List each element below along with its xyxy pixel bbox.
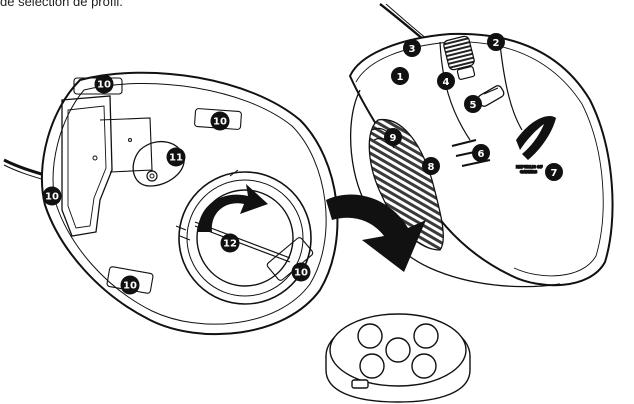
svg-text:1: 1 (397, 72, 404, 83)
big-arrow (326, 194, 426, 272)
cable-right (379, 3, 425, 41)
callout-5: 5 (464, 95, 482, 113)
svg-text:2: 2 (493, 38, 500, 49)
callout-8: 8 (422, 157, 440, 175)
svg-text:11: 11 (169, 153, 183, 164)
svg-text:10: 10 (97, 80, 111, 91)
svg-text:5: 5 (470, 100, 477, 111)
svg-text:4: 4 (443, 77, 450, 88)
callout-10-top-pad: 10 (210, 111, 230, 131)
callout-2: 2 (487, 33, 505, 51)
weight-disc (385, 337, 411, 363)
scroll-wheel (443, 35, 475, 71)
svg-text:6: 6 (478, 149, 485, 160)
callout-1: 1 (391, 67, 409, 85)
callout-6: 6 (472, 144, 490, 162)
weight-cartridge (325, 313, 471, 403)
callout-4: 4 (437, 72, 455, 90)
weight-disc (411, 353, 437, 379)
svg-text:3: 3 (409, 44, 416, 55)
callout-10-top-left: 10 (94, 74, 114, 94)
logo-line1: REPUBLIC OF (516, 165, 543, 169)
rog-logo (516, 116, 556, 160)
rotate-arrow (198, 184, 268, 232)
svg-text:10: 10 (213, 117, 227, 128)
callout-12: 12 (220, 233, 240, 253)
svg-text:7: 7 (551, 168, 558, 179)
weight-disc (357, 323, 383, 349)
callout-10-left: 10 (42, 186, 62, 206)
mouse-underside (3, 71, 339, 336)
weight-compartment (178, 171, 312, 305)
callouts: 1 2 3 4 5 6 7 8 (42, 33, 563, 295)
weight-disc (413, 323, 439, 349)
callout-10-bottom-left: 10 (120, 275, 140, 295)
callout-3: 3 (403, 39, 421, 57)
profile-button (456, 66, 476, 80)
logo-line2: GAMERS (520, 170, 538, 174)
side-grip (368, 118, 444, 251)
callout-10-bottom-right: 10 (291, 262, 311, 282)
callout-7: 7 (545, 163, 563, 181)
svg-text:10: 10 (294, 268, 308, 279)
underside-body (41, 71, 339, 336)
svg-text:8: 8 (428, 162, 435, 173)
svg-text:10: 10 (45, 192, 59, 203)
side-bracket (61, 95, 113, 237)
caption-text: de sélection de profil. (0, 0, 123, 9)
svg-text:10: 10 (123, 281, 137, 292)
callout-9: 9 (384, 128, 402, 146)
svg-text:9: 9 (390, 133, 397, 144)
weight-disc (359, 353, 385, 379)
callout-11: 11 (166, 147, 186, 167)
sensor-window (132, 140, 185, 187)
svg-text:12: 12 (223, 239, 237, 250)
